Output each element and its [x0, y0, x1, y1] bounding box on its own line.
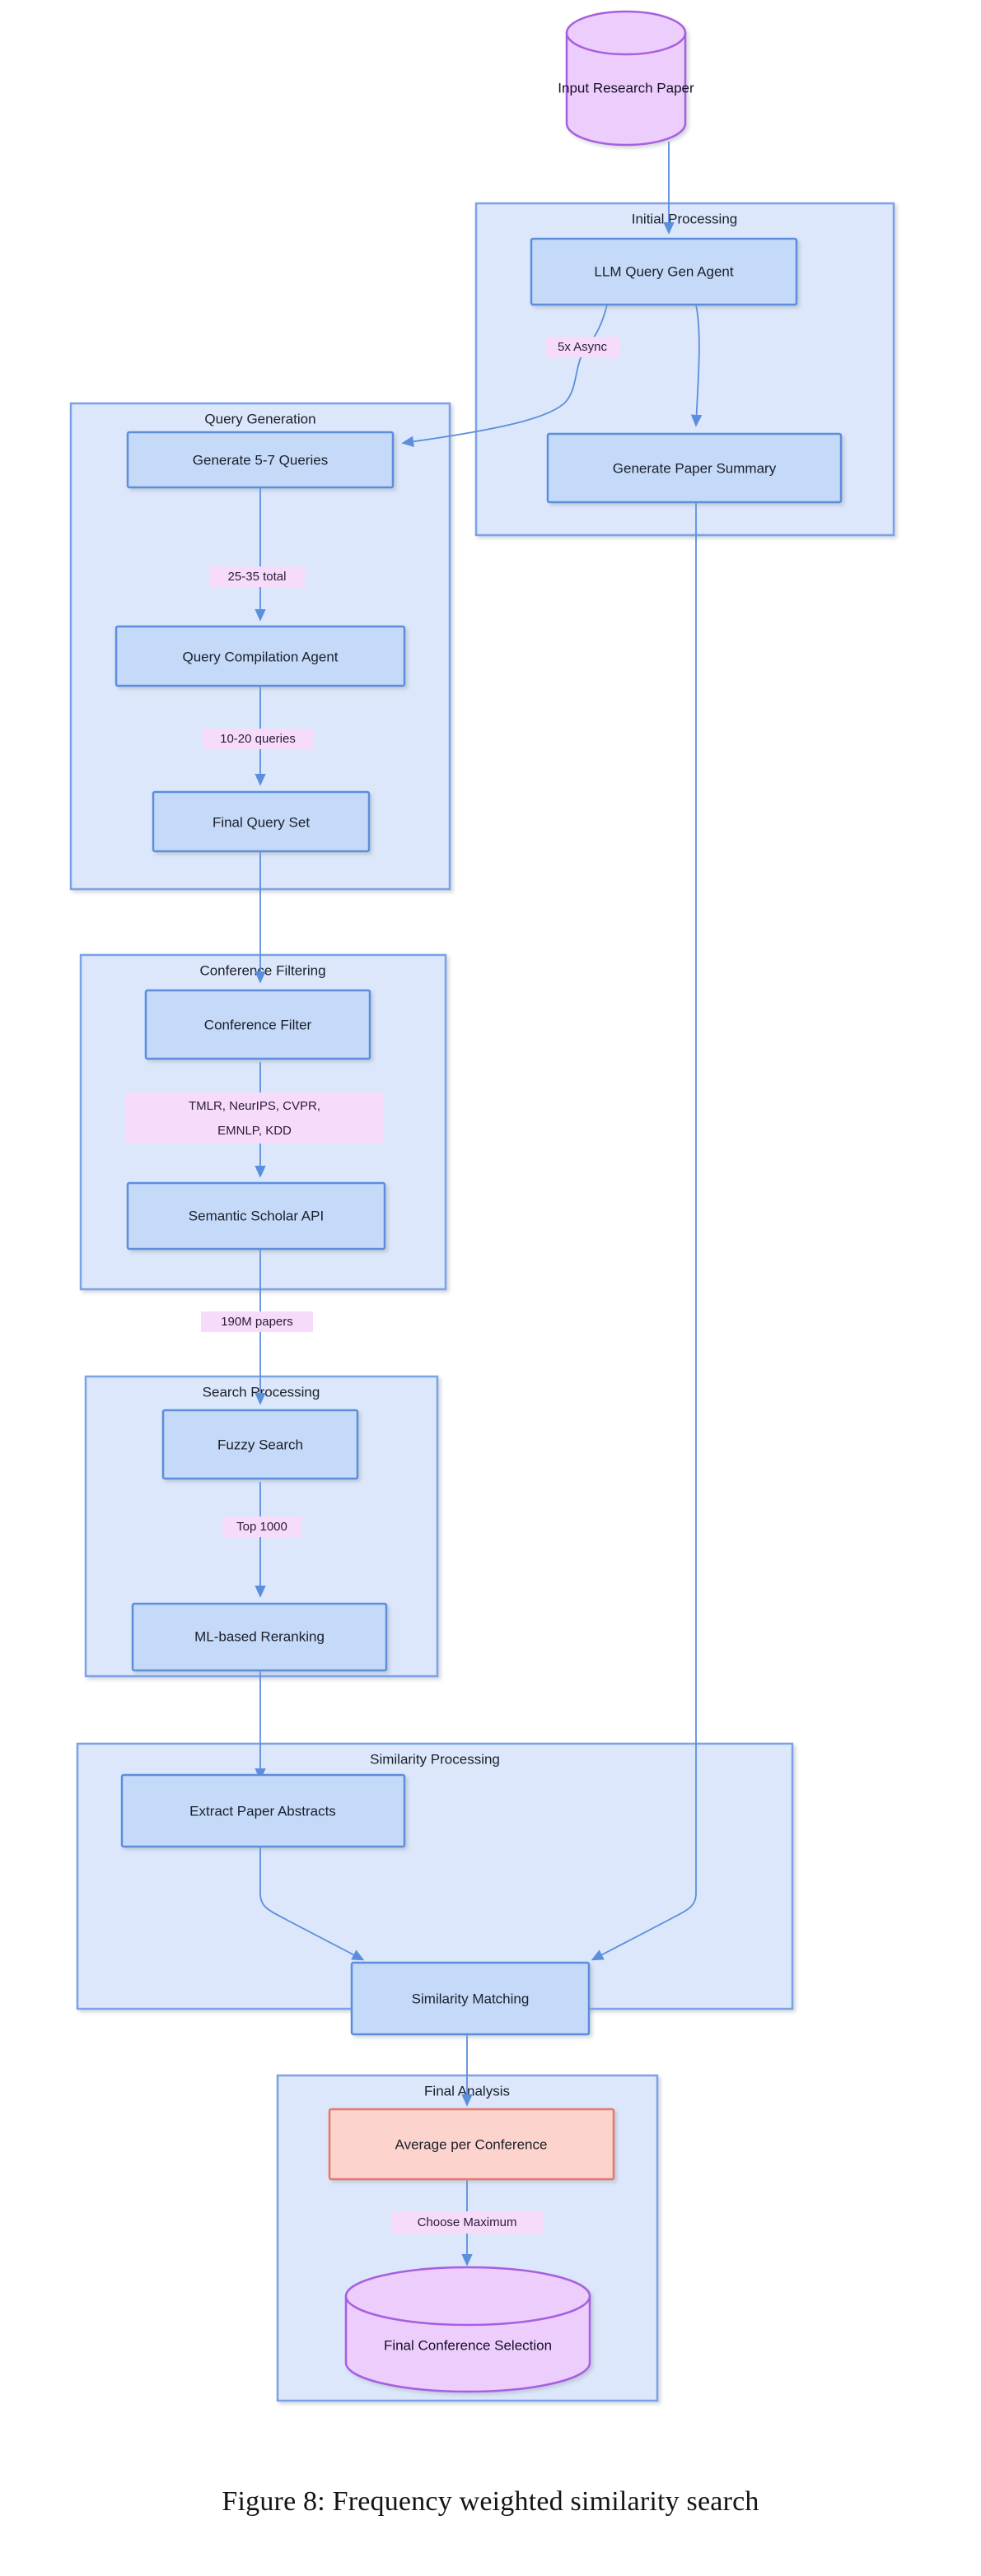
node-label-similarity-matching: Similarity Matching: [412, 1991, 530, 2006]
cluster-label-query-generation: Query Generation: [204, 411, 315, 426]
edge-label-text-10-20-queries: 10-20 queries: [220, 732, 296, 746]
edge-llm-query-gen-to-paper-summary: [690, 304, 703, 427]
node-input-research-paper[interactable]: Input Research Paper: [558, 10, 694, 147]
edge-label-25-35-total: 25-35 total: [209, 566, 305, 587]
node-rect-final-query-set: [152, 790, 371, 853]
edge-label-5x-async: 5x Async: [546, 337, 619, 357]
edge-label-text-5x-async: 5x Async: [558, 340, 608, 354]
cluster-label-similarity-processing: Similarity Processing: [370, 1751, 500, 1767]
node-query-compilation-agent[interactable]: Query Compilation Agent: [114, 625, 406, 687]
node-label-final-query-set: Final Query Set: [213, 814, 310, 830]
edge-label-text-190m-papers: 190M papers: [221, 1315, 293, 1329]
node-label-final-conference-selection: Final Conference Selection: [384, 2337, 552, 2353]
node-rect-conference-filter: [144, 989, 371, 1060]
node-rect-semantic-scholar-api: [126, 1181, 386, 1251]
node-final-query-set[interactable]: Final Query Set: [152, 790, 371, 853]
edge-label-190m-papers: 190M papers: [201, 1311, 313, 1332]
node-label-semantic-scholar-api: Semantic Scholar API: [189, 1208, 324, 1223]
node-rect-fuzzy-search: [161, 1409, 359, 1480]
node-generate-5-7-queries[interactable]: Generate 5-7 Queries: [126, 431, 395, 489]
edge-extract-abstracts-to-similarity-matching: [259, 1846, 365, 1961]
input-research-paper-cylinder-body: [565, 31, 687, 147]
edge-label-text-conferences-line2: EMNLP, KDD: [217, 1124, 292, 1138]
node-rect-average-per-conference: [328, 2108, 615, 2181]
edge-label-text-choose-maximum: Choose Maximum: [418, 2215, 517, 2229]
node-average-per-conference[interactable]: Average per Conference: [328, 2108, 615, 2181]
node-conference-filter[interactable]: Conference Filter: [144, 989, 371, 1060]
node-final-conference-selection[interactable]: Final Conference Selection: [344, 2266, 591, 2393]
node-rect-ml-based-reranking: [131, 1602, 388, 1672]
edge-label-choose-maximum: Choose Maximum: [391, 2211, 544, 2234]
node-rect-similarity-matching: [350, 1961, 591, 2036]
node-extract-paper-abstracts[interactable]: Extract Paper Abstracts: [120, 1773, 406, 1848]
node-rect-extract-paper-abstracts: [120, 1773, 406, 1848]
edge-label-top-1000: Top 1000: [222, 1516, 301, 1537]
edge-label-bg-5x-async: [546, 337, 619, 357]
node-label-query-compilation-agent: Query Compilation Agent: [183, 649, 339, 664]
cluster-label-initial-processing: Initial Processing: [632, 211, 738, 226]
edge-label-text-top-1000: Top 1000: [236, 1520, 287, 1534]
node-label-extract-paper-abstracts: Extract Paper Abstracts: [189, 1803, 336, 1819]
edge-label-bg-25-35-total: [209, 566, 305, 587]
flowchart-svg: Initial Processing Query Generation Conf…: [69, 10, 895, 2402]
node-label-input-research-paper: Input Research Paper: [558, 80, 694, 95]
edge-label-bg-conferences: [126, 1092, 384, 1144]
node-generate-paper-summary[interactable]: Generate Paper Summary: [546, 432, 843, 504]
edge-label-bg-10-20-queries: [203, 729, 314, 749]
cluster-label-search-processing: Search Processing: [203, 1384, 320, 1400]
edge-label-bg-top-1000: [222, 1516, 301, 1537]
node-label-fuzzy-search: Fuzzy Search: [217, 1437, 303, 1452]
edge-label-conferences: TMLR, NeurIPS, CVPR, EMNLP, KDD: [126, 1092, 384, 1144]
edge-label-text-25-35-total: 25-35 total: [228, 570, 287, 584]
edge-paper-summary-to-similarity-matching: [591, 502, 697, 1961]
final-conference-selection-cylinder-top: [344, 2266, 591, 2327]
node-llm-query-gen-agent[interactable]: LLM Query Gen Agent: [530, 237, 798, 306]
node-similarity-matching[interactable]: Similarity Matching: [350, 1961, 591, 2036]
node-fuzzy-search[interactable]: Fuzzy Search: [161, 1409, 359, 1480]
node-label-ml-based-reranking: ML-based Reranking: [194, 1628, 325, 1644]
node-label-llm-query-gen-agent: LLM Query Gen Agent: [594, 263, 733, 279]
edge-label-text-conferences-line1: TMLR, NeurIPS, CVPR,: [189, 1099, 320, 1113]
node-ml-based-reranking[interactable]: ML-based Reranking: [131, 1602, 388, 1672]
node-rect-generate-5-7-queries: [126, 431, 395, 489]
cluster-label-conference-filtering: Conference Filtering: [199, 962, 325, 978]
input-research-paper-cylinder-top: [565, 10, 687, 56]
figure-caption: Figure 8: Frequency weighted similarity …: [222, 2486, 759, 2517]
node-label-average-per-conference: Average per Conference: [395, 2136, 548, 2152]
edge-label-bg-choose-maximum: [391, 2211, 544, 2234]
edge-label-bg-190m-papers: [201, 1311, 313, 1332]
node-label-generate-5-7-queries: Generate 5-7 Queries: [193, 452, 328, 468]
node-semantic-scholar-api[interactable]: Semantic Scholar API: [126, 1181, 386, 1251]
node-label-conference-filter: Conference Filter: [204, 1017, 312, 1032]
node-rect-llm-query-gen-agent: [530, 237, 798, 306]
edge-label-10-20-queries: 10-20 queries: [203, 729, 314, 749]
node-label-generate-paper-summary: Generate Paper Summary: [613, 460, 777, 476]
node-rect-generate-paper-summary: [546, 432, 843, 504]
node-rect-query-compilation-agent: [114, 625, 406, 687]
